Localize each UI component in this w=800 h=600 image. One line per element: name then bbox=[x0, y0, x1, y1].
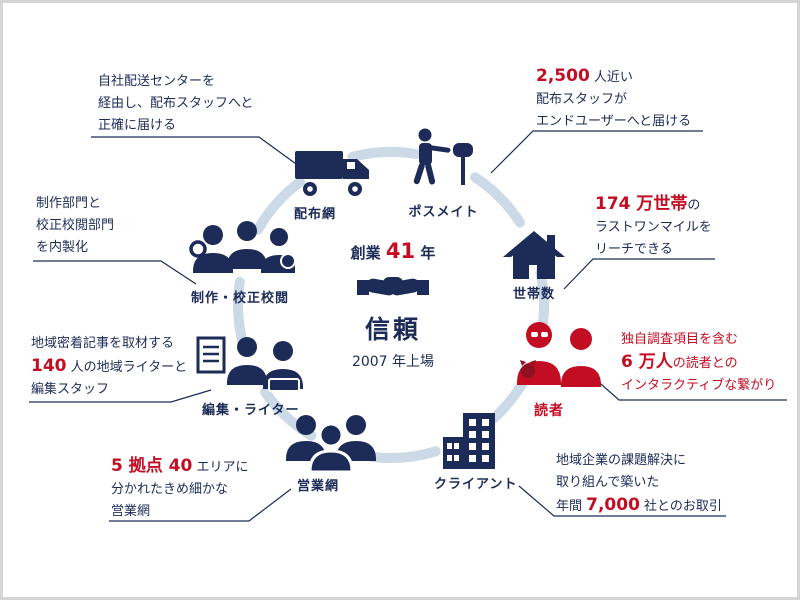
center-trust-block: 創業 41 年 信頼 2007 年上場 bbox=[311, 239, 475, 371]
callout-staff: 2,500 人近い 配布スタッフが エンドユーザーへと届ける bbox=[536, 66, 692, 129]
staff-count-number: 2,500 bbox=[536, 66, 590, 86]
node-label-households: 世帯数 bbox=[512, 287, 555, 302]
clients-count-number: 7,000 bbox=[586, 495, 640, 515]
readers-icon bbox=[517, 322, 601, 387]
glasses-icon bbox=[531, 332, 538, 337]
handshake-icon bbox=[357, 277, 429, 296]
node-label-postmate: ポスメイト bbox=[408, 205, 479, 220]
palette-icon bbox=[280, 253, 295, 269]
writers-count-number: 140 bbox=[31, 356, 67, 376]
callout-writers: 地域密着記事を取材する 140 人の地域ライターと 編集スタッフ bbox=[31, 336, 188, 397]
callout-production: 制作部門と 校正校閲部門 を内製化 bbox=[36, 196, 115, 255]
house-icon bbox=[503, 231, 565, 279]
callout-households: 174 万世帯の ラストワンマイルを リーチできる bbox=[595, 194, 712, 257]
callout-readers: 独自調査項目を含む 6 万人の読者との インタラクティブな繋がり bbox=[621, 332, 777, 393]
node-label-sales: 営業網 bbox=[296, 479, 339, 494]
office-building-icon bbox=[443, 413, 495, 469]
magnifier-icon bbox=[189, 240, 210, 265]
editors-writers-icon bbox=[196, 336, 303, 392]
cat-icon bbox=[520, 360, 536, 378]
callout-sales: 5 拠点 40 エリアに 分かれたきめ細かな 営業網 bbox=[111, 456, 249, 519]
readers-count-number: 6 万人 bbox=[621, 352, 673, 372]
node-label-distribution: 配布網 bbox=[293, 207, 336, 222]
laptop-icon bbox=[268, 378, 300, 392]
trust-title: 信頼 bbox=[364, 315, 421, 344]
node-label-production: 制作・校正校閲 bbox=[190, 291, 289, 306]
households-count-number: 174 万世帯 bbox=[595, 194, 688, 214]
sales-team-icon bbox=[286, 415, 376, 473]
node-label-clients: クライアント bbox=[434, 477, 518, 492]
production-team-icon bbox=[189, 221, 295, 273]
callout-connectors bbox=[29, 130, 787, 522]
callout-clients: 地域企業の課題解決に 取り組んで築いた 年間 7,000 社とのお取引 bbox=[556, 453, 722, 515]
node-label-editors: 編集・ライター bbox=[202, 403, 300, 418]
callout-delivery: 自社配送センターを 経由し、配布スタッフへと 正確に届ける bbox=[98, 74, 254, 133]
postman-mailbox-icon bbox=[413, 128, 473, 185]
founding-years: 創業 41 年 bbox=[350, 239, 436, 263]
founding-number: 41 bbox=[385, 239, 416, 263]
listing-year: 2007 年上場 bbox=[351, 354, 435, 370]
sales-bases-number: 5 拠点 40 bbox=[111, 456, 193, 476]
delivery-truck-icon bbox=[295, 151, 369, 196]
node-label-readers: 読者 bbox=[534, 403, 564, 419]
